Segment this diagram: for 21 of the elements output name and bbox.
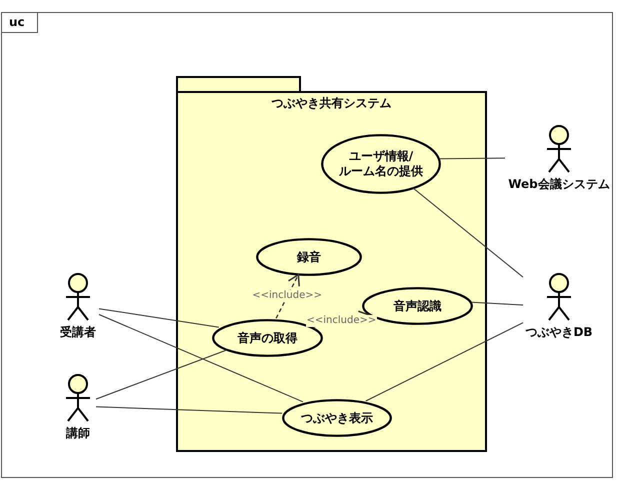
actor-label: 受講者 bbox=[59, 325, 97, 340]
use-case-ellipse: つぶやき表示 bbox=[282, 399, 392, 437]
association-line bbox=[98, 308, 220, 328]
edge-label: <<include>> bbox=[251, 290, 323, 302]
actor-label: 講師 bbox=[64, 426, 91, 441]
actor-label: つぶやきDB bbox=[524, 325, 594, 340]
association-line bbox=[96, 350, 227, 400]
use-case-ellipse: 録音 bbox=[256, 238, 362, 276]
use-case-ellipse: ユーザ情報/ルーム名の提供 bbox=[321, 134, 441, 194]
association-line bbox=[438, 158, 506, 160]
actor-label: Web会議システム bbox=[507, 177, 611, 192]
edge-label: <<include>> bbox=[306, 315, 378, 327]
arrow bbox=[276, 274, 300, 319]
system-title: つぶやき共有システム bbox=[270, 95, 392, 111]
association-line bbox=[470, 302, 524, 306]
association-line bbox=[98, 314, 304, 402]
association-line bbox=[365, 322, 524, 402]
diagram-frame bbox=[1, 12, 613, 478]
association-line bbox=[412, 188, 524, 278]
association-line bbox=[96, 406, 283, 414]
frame-tab: uc bbox=[2, 13, 38, 33]
